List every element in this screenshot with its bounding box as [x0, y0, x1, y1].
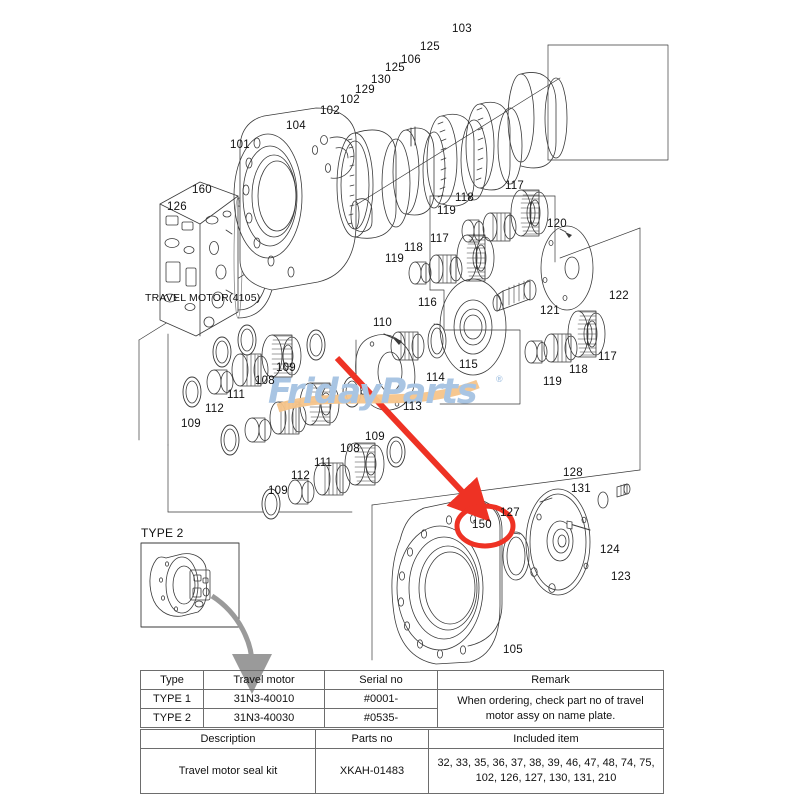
callout-160: 160: [192, 184, 212, 196]
cell-motor-1: 31N3-40010: [203, 689, 325, 709]
callout-112: 112: [291, 470, 310, 482]
callout-125: 125: [385, 62, 405, 74]
th-serial-no: Serial no: [324, 670, 438, 690]
callout-105: 105: [503, 644, 523, 656]
th-remark: Remark: [437, 670, 664, 690]
callout-104: 104: [286, 120, 306, 132]
cell-description: Travel motor seal kit: [140, 748, 316, 794]
cell-serial-1: #0001-: [324, 689, 438, 709]
callout-113: 113: [403, 401, 422, 413]
callout-108: 108: [340, 443, 360, 455]
callout-109: 109: [276, 362, 296, 374]
callout-117: 117: [505, 180, 524, 192]
callout-122: 122: [609, 290, 629, 302]
callout-102: 102: [340, 94, 360, 106]
callout-116: 116: [418, 297, 437, 309]
callout-103: 103: [452, 23, 472, 35]
callout-127: 127: [500, 507, 520, 519]
callout-111: 111: [227, 389, 246, 401]
table-row: TYPE 2 31N3-40030 #0535-: [140, 708, 664, 728]
callout-123: 123: [611, 571, 631, 583]
callout-106: 106: [401, 54, 421, 66]
callout-111: 111: [314, 457, 333, 469]
travel-motor-caption: TRAVEL MOTOR(4105): [145, 292, 261, 304]
cell-serial-2: #0535-: [324, 708, 438, 728]
cell-included-item: 32, 33, 35, 36, 37, 38, 39, 46, 47, 48, …: [428, 748, 664, 794]
callout-119: 119: [385, 253, 404, 265]
table-header-row: Description Parts no Included item: [140, 729, 664, 749]
callout-117: 117: [598, 351, 617, 363]
cell-motor-2: 31N3-40030: [203, 708, 325, 728]
seal-kit-table: Description Parts no Included item Trave…: [140, 729, 664, 794]
travel-motor-type-table: Type Travel motor Serial no Remark TYPE …: [140, 670, 664, 728]
callout-128: 128: [563, 467, 583, 479]
callout-119: 119: [437, 205, 456, 217]
cell-parts-no: XKAH-01483: [315, 748, 429, 794]
callout-112: 112: [205, 403, 224, 415]
callout-131: 131: [571, 483, 591, 495]
callout-102: 102: [320, 105, 340, 117]
table-row: TYPE 1 31N3-40010 #0001- When ordering, …: [140, 689, 664, 728]
th-parts-no: Parts no: [315, 729, 429, 749]
included-item-line-2: 102, 126, 127, 130, 131, 210: [475, 772, 617, 784]
callout-130: 130: [371, 74, 391, 86]
callout-115: 115: [459, 359, 478, 371]
callout-118: 118: [455, 192, 474, 204]
callout-114: 114: [426, 372, 445, 384]
callout-150-highlighted: 150: [472, 519, 492, 531]
th-description: Description: [140, 729, 316, 749]
th-included-item: Included item: [428, 729, 664, 749]
callout-121: 121: [540, 305, 560, 317]
callout-110: 110: [373, 317, 392, 329]
callout-119: 119: [543, 376, 562, 388]
callout-117: 117: [430, 233, 449, 245]
table-row: Travel motor seal kit XKAH-01483 32, 33,…: [140, 748, 664, 794]
callout-125: 125: [420, 41, 440, 53]
included-item-line-1: 32, 33, 35, 36, 37, 38, 39, 46, 47, 48, …: [437, 757, 655, 770]
callout-101: 101: [230, 139, 250, 151]
th-type: Type: [140, 670, 204, 690]
callout-126: 126: [167, 201, 187, 213]
callout-129: 129: [355, 84, 375, 96]
cell-type-1: TYPE 1: [140, 689, 204, 709]
callout-118: 118: [569, 364, 588, 376]
table-header-row: Type Travel motor Serial no Remark: [140, 670, 664, 690]
callout-109: 109: [365, 431, 385, 443]
callout-109: 109: [268, 485, 288, 497]
callout-118: 118: [404, 242, 423, 254]
cell-remark: When ordering, check part no of travel m…: [437, 689, 664, 728]
th-travel-motor: Travel motor: [203, 670, 325, 690]
callout-109: 109: [181, 418, 201, 430]
callout-108: 108: [255, 375, 275, 387]
callout-120: 120: [547, 218, 567, 230]
callout-124: 124: [600, 544, 620, 556]
type2-caption: TYPE 2: [141, 526, 184, 540]
cell-type-2: TYPE 2: [140, 708, 204, 728]
